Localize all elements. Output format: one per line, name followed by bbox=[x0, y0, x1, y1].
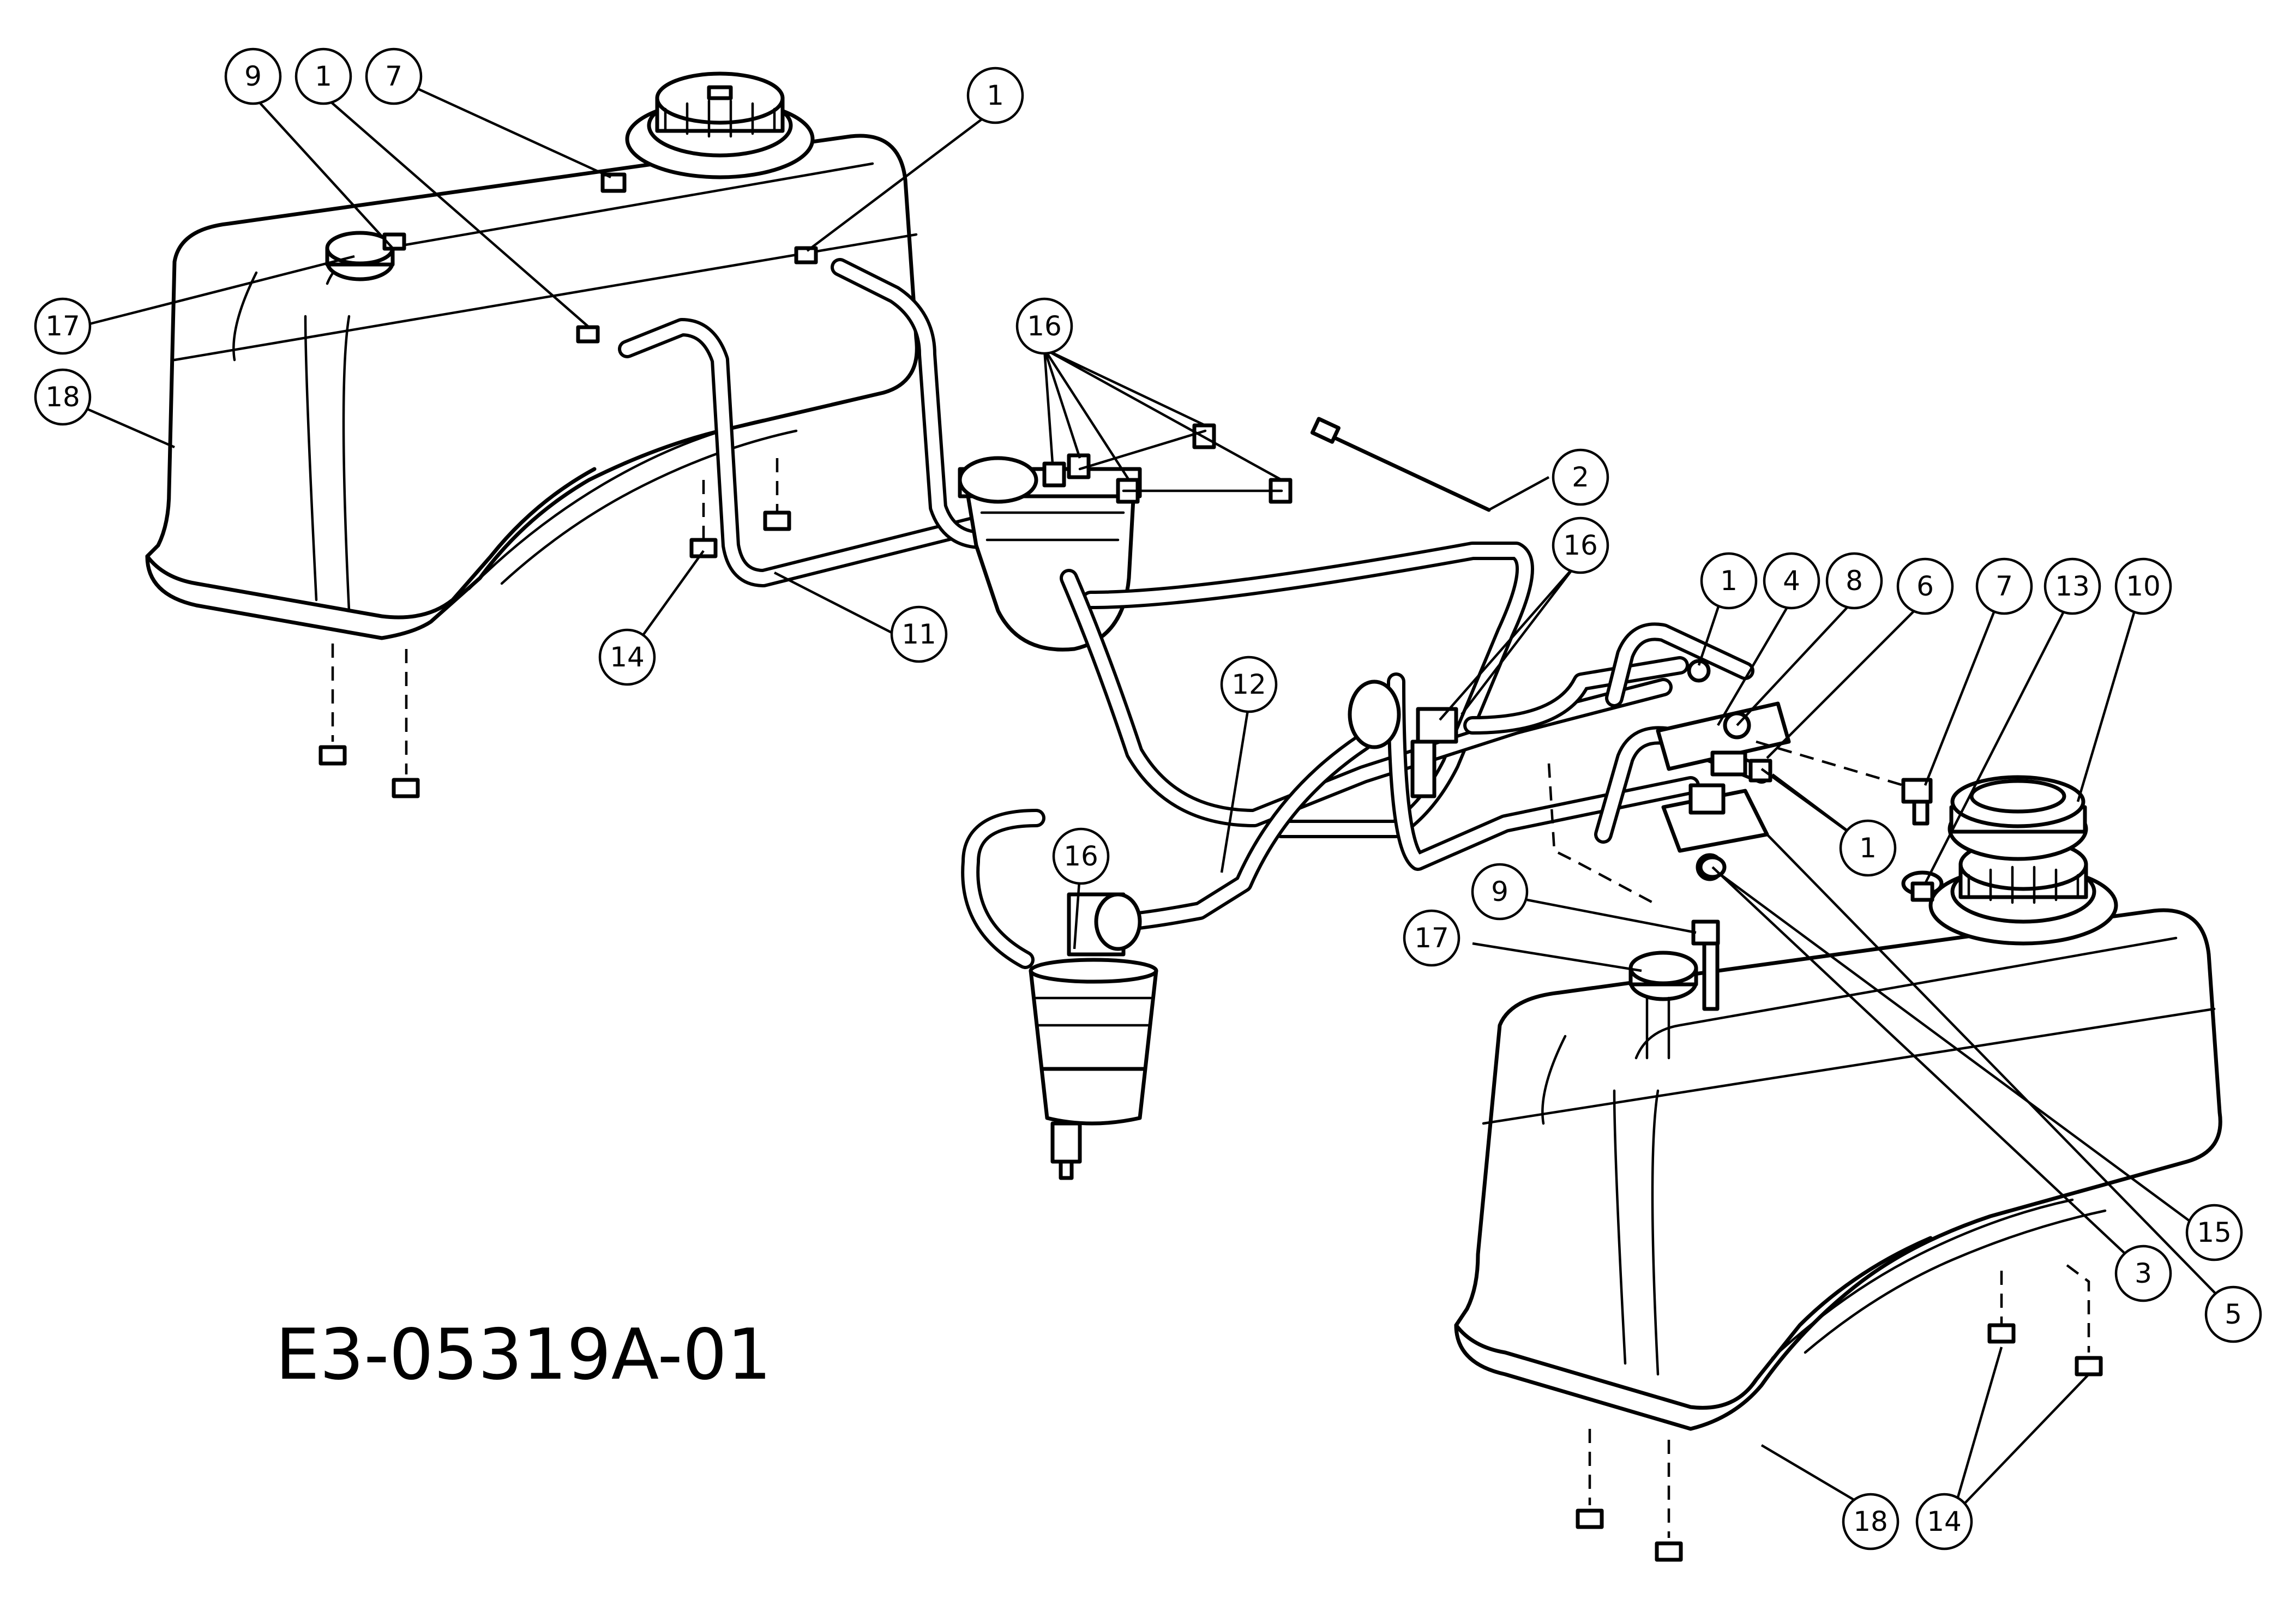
svg-text:9: 9 bbox=[244, 61, 262, 92]
svg-text:17: 17 bbox=[45, 310, 80, 342]
tee-fitting-7-right bbox=[1901, 778, 1933, 826]
callout-17-left: 17 bbox=[34, 297, 92, 355]
svg-text:10: 10 bbox=[2126, 570, 2161, 602]
svg-text:17: 17 bbox=[1414, 922, 1449, 954]
svg-text:2: 2 bbox=[1572, 461, 1589, 493]
cable-tie-2 bbox=[1310, 417, 1491, 512]
callout-5: 5 bbox=[2204, 1285, 2262, 1343]
svg-text:18: 18 bbox=[45, 381, 80, 413]
callout-12: 12 bbox=[1220, 656, 1278, 713]
callout-1-mid: 1 bbox=[1700, 552, 1758, 610]
svg-text:4: 4 bbox=[1783, 565, 1800, 597]
svg-text:16: 16 bbox=[1027, 310, 1062, 342]
svg-text:7: 7 bbox=[385, 61, 402, 92]
svg-text:18: 18 bbox=[1853, 1506, 1888, 1537]
callout-16-upper: 16 bbox=[1015, 297, 1073, 355]
callout-18-right: 18 bbox=[1842, 1493, 1900, 1550]
callout-18-left: 18 bbox=[34, 368, 92, 426]
callout-8: 8 bbox=[1825, 552, 1883, 610]
callout-1-left-b: 1 bbox=[966, 67, 1024, 124]
callout-13: 13 bbox=[2043, 557, 2101, 615]
fuel-hose-11 bbox=[618, 258, 991, 587]
hose-clamps-16 bbox=[1042, 423, 1293, 504]
svg-text:1: 1 bbox=[1859, 832, 1877, 864]
leader-lines bbox=[87, 86, 2232, 1517]
svg-text:1: 1 bbox=[987, 80, 1004, 111]
svg-text:16: 16 bbox=[1563, 530, 1598, 561]
callout-15: 15 bbox=[2185, 1204, 2243, 1261]
svg-text:14: 14 bbox=[610, 641, 645, 673]
callout-16-lower: 16 bbox=[1052, 827, 1110, 885]
callout-17-right: 17 bbox=[1403, 909, 1460, 967]
svg-text:6: 6 bbox=[1916, 570, 1934, 602]
svg-text:11: 11 bbox=[901, 618, 936, 650]
callout-16-mid: 16 bbox=[1552, 516, 1609, 574]
right-fuel-tank bbox=[1454, 775, 2222, 1562]
callout-7-left: 7 bbox=[365, 47, 423, 105]
svg-text:7: 7 bbox=[1996, 570, 2013, 602]
svg-text:3: 3 bbox=[2135, 1258, 2152, 1289]
callout-9-right: 9 bbox=[1471, 863, 1529, 921]
callout-2: 2 bbox=[1552, 448, 1609, 506]
callout-4: 4 bbox=[1763, 552, 1820, 610]
left-fuel-tank bbox=[145, 71, 919, 798]
svg-text:14: 14 bbox=[1927, 1506, 1962, 1537]
callout-3: 3 bbox=[2114, 1245, 2172, 1302]
svg-text:9: 9 bbox=[1491, 876, 1508, 907]
callout-14-left: 14 bbox=[598, 628, 656, 686]
callout-9-left: 9 bbox=[224, 47, 282, 105]
callout-6: 6 bbox=[1896, 557, 1954, 615]
callout-10: 10 bbox=[2114, 557, 2172, 615]
svg-text:1: 1 bbox=[315, 61, 332, 92]
svg-text:1: 1 bbox=[1720, 565, 1738, 597]
svg-text:8: 8 bbox=[1846, 565, 1863, 597]
svg-text:12: 12 bbox=[1231, 669, 1266, 700]
svg-text:15: 15 bbox=[2197, 1217, 2232, 1248]
fuel-filter-lower bbox=[1029, 892, 1158, 1180]
callout-11: 11 bbox=[890, 605, 948, 663]
callout-7-right: 7 bbox=[1975, 557, 2033, 615]
callout-1-left-a: 1 bbox=[294, 47, 352, 105]
callouts: 9 1 7 1 17 18 16 2 16 14 11 12 1 4 8 6 7… bbox=[34, 47, 2262, 1550]
svg-text:5: 5 bbox=[2225, 1299, 2242, 1330]
svg-text:16: 16 bbox=[1063, 840, 1098, 872]
callout-14-right: 14 bbox=[1915, 1493, 1973, 1550]
svg-text:13: 13 bbox=[2055, 570, 2090, 602]
drawing-number: E3-05319A-01 bbox=[275, 1314, 772, 1396]
callout-1-right: 1 bbox=[1839, 819, 1897, 877]
